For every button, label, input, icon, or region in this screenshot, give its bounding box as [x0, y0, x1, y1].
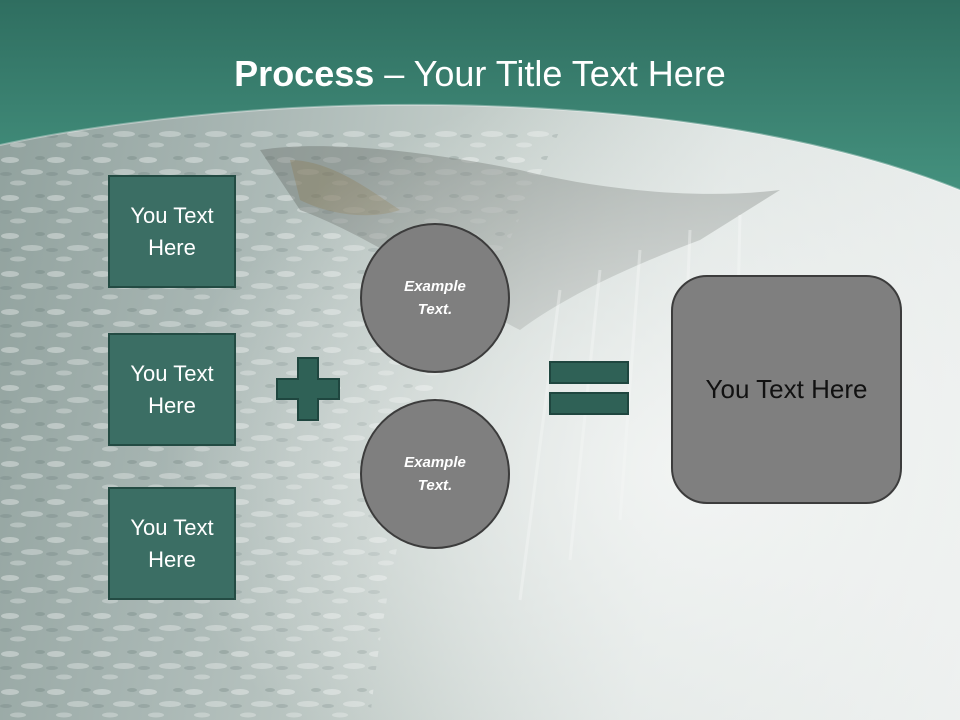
input-box-1[interactable]: You Text Here [108, 175, 236, 288]
circle-label: Example Text. [404, 454, 466, 494]
plus-icon [276, 357, 340, 421]
input-box-2[interactable]: You Text Here [108, 333, 236, 446]
input-box-3[interactable]: You Text Here [108, 487, 236, 600]
title-rest: – Your Title Text Here [374, 53, 726, 94]
slide-title: Process – Your Title Text Here [0, 52, 960, 96]
result-box[interactable]: You Text Here [671, 275, 902, 504]
input-box-label: You Text Here [130, 514, 214, 572]
circle-label: Example Text. [404, 278, 466, 318]
result-label: You Text Here [705, 374, 868, 404]
example-circle-2[interactable]: Example Text. [360, 399, 510, 549]
example-circle-1[interactable]: Example Text. [360, 223, 510, 373]
input-box-label: You Text Here [130, 202, 214, 260]
input-box-label: You Text Here [130, 360, 214, 418]
title-bold: Process [234, 53, 375, 94]
equals-icon [549, 361, 629, 415]
